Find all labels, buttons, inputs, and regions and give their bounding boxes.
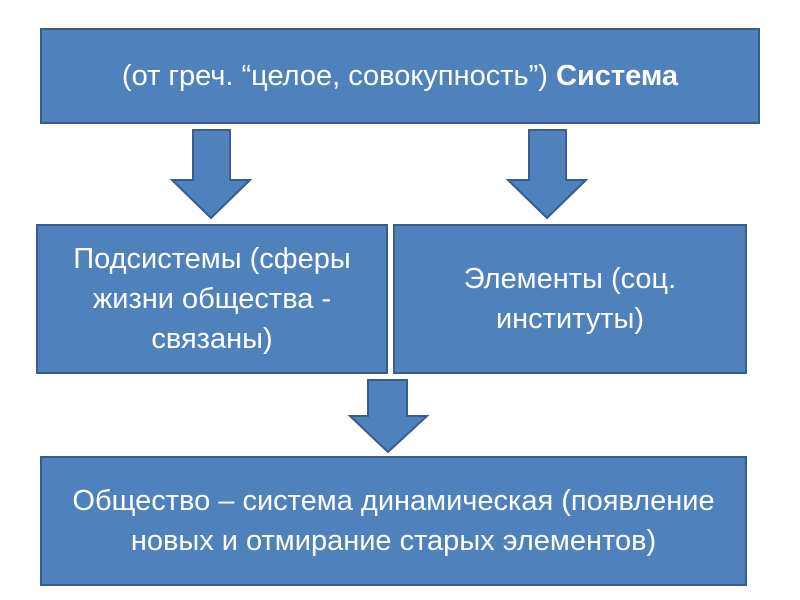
elements-box: Элементы (соц. институты) (393, 224, 747, 374)
arrow-down-center-icon (347, 379, 430, 454)
system-title: Система (556, 60, 679, 92)
arrow-down-left-icon (169, 129, 253, 220)
system-definition-text: (от греч. “целое, совокупность”) (121, 60, 557, 92)
elements-text: Элементы (соц. институты) (463, 263, 677, 335)
arrow-down-right-icon (505, 129, 589, 220)
subsystems-box: Подсистемы (сферы жизни общества - связа… (36, 224, 388, 374)
system-definition-box: (от греч. “целое, совокупность”) Система (40, 28, 760, 124)
subsystems-text: Подсистемы (сферы жизни общества - связа… (73, 243, 351, 355)
society-box: Общество – система динамическая (появлен… (40, 456, 747, 586)
society-text: Общество – система динамическая (появлен… (72, 485, 715, 557)
